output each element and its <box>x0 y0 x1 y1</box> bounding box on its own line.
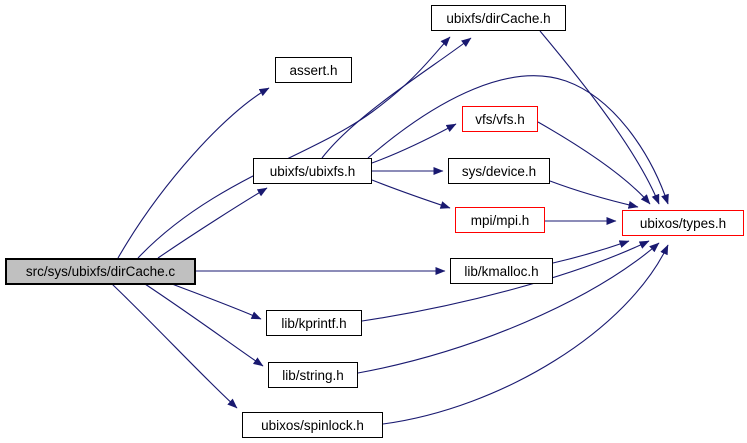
graph-node-ubixfs-ubixfs-h[interactable]: ubixfs/ubixfs.h <box>253 158 372 184</box>
edge-lib-string-h-to-ubixos-types-h <box>357 242 660 374</box>
graph-node-label: ubixfs/ubixfs.h <box>269 163 356 179</box>
graph-node-label: vfs/vfs.h <box>475 111 525 127</box>
edge-vfs-vfs-h-to-ubixos-types-h <box>537 121 651 205</box>
graph-node-ubixfs-dircache-h[interactable]: ubixfs/dirCache.h <box>431 5 566 31</box>
graph-node-lib-string-h[interactable]: lib/string.h <box>268 362 358 388</box>
edge-dircache-c-to-assert-h <box>117 87 270 259</box>
graph-node-ubixos-types-h[interactable]: ubixos/types.h <box>622 210 744 236</box>
graph-node-lib-kprintf-h[interactable]: lib/kprintf.h <box>266 310 362 336</box>
edge-dircache-c-to-ubixos-spinlock-h <box>111 283 238 409</box>
edge-dircache-c-to-lib-kprintf-h <box>171 283 262 320</box>
graph-node-ubixos-spinlock-h[interactable]: ubixos/spinlock.h <box>242 412 383 438</box>
edge-ubixfs-ubixfs-h-to-mpi-mpi-h <box>371 179 451 209</box>
graph-node-sys-device-h[interactable]: sys/device.h <box>448 158 550 184</box>
edge-ubixfs-dircache-h-to-ubixos-types-h <box>539 30 660 205</box>
edge-dircache-c-to-ubixfs-ubixfs-h <box>157 187 268 259</box>
graph-node-label: lib/kprintf.h <box>281 315 347 331</box>
edge-ubixfs-ubixfs-h-to-ubixfs-dircache-h <box>321 37 472 159</box>
graph-node-label: ubixos/spinlock.h <box>261 417 364 433</box>
graph-node-label: lib/string.h <box>282 367 344 383</box>
graph-node-vfs-vfs-h[interactable]: vfs/vfs.h <box>462 106 538 132</box>
edge-ubixos-spinlock-h-to-ubixos-types-h <box>382 244 669 425</box>
edge-dircache-c-to-lib-string-h <box>144 283 264 367</box>
graph-node-label: mpi/mpi.h <box>470 212 530 228</box>
graph-node-lib-kmalloc-h[interactable]: lib/kmalloc.h <box>450 258 553 284</box>
graph-node-mpi-mpi-h[interactable]: mpi/mpi.h <box>455 207 545 233</box>
edge-ubixfs-ubixfs-h-to-ubixos-types-h <box>367 75 669 205</box>
graph-node-label: src/sys/ubixfs/dirCache.c <box>25 264 176 279</box>
graph-node-label: assert.h <box>289 62 338 78</box>
graph-node-assert-h[interactable]: assert.h <box>275 57 352 83</box>
edge-lib-kprintf-h-to-ubixos-types-h <box>361 240 650 322</box>
graph-node-label: ubixos/types.h <box>639 215 727 231</box>
edge-sys-device-h-to-ubixos-types-h <box>549 180 639 209</box>
edge-ubixfs-ubixfs-h-to-vfs-vfs-h <box>371 123 457 164</box>
edge-lib-kmalloc-h-to-ubixos-types-h <box>552 240 630 264</box>
graph-node-dircache-c: src/sys/ubixfs/dirCache.c <box>5 258 196 285</box>
graph-node-label: lib/kmalloc.h <box>464 263 539 279</box>
graph-node-label: ubixfs/dirCache.h <box>446 10 551 26</box>
edge-dircache-c-to-ubixfs-dircache-h <box>137 36 451 259</box>
graph-node-label: sys/device.h <box>461 163 537 179</box>
